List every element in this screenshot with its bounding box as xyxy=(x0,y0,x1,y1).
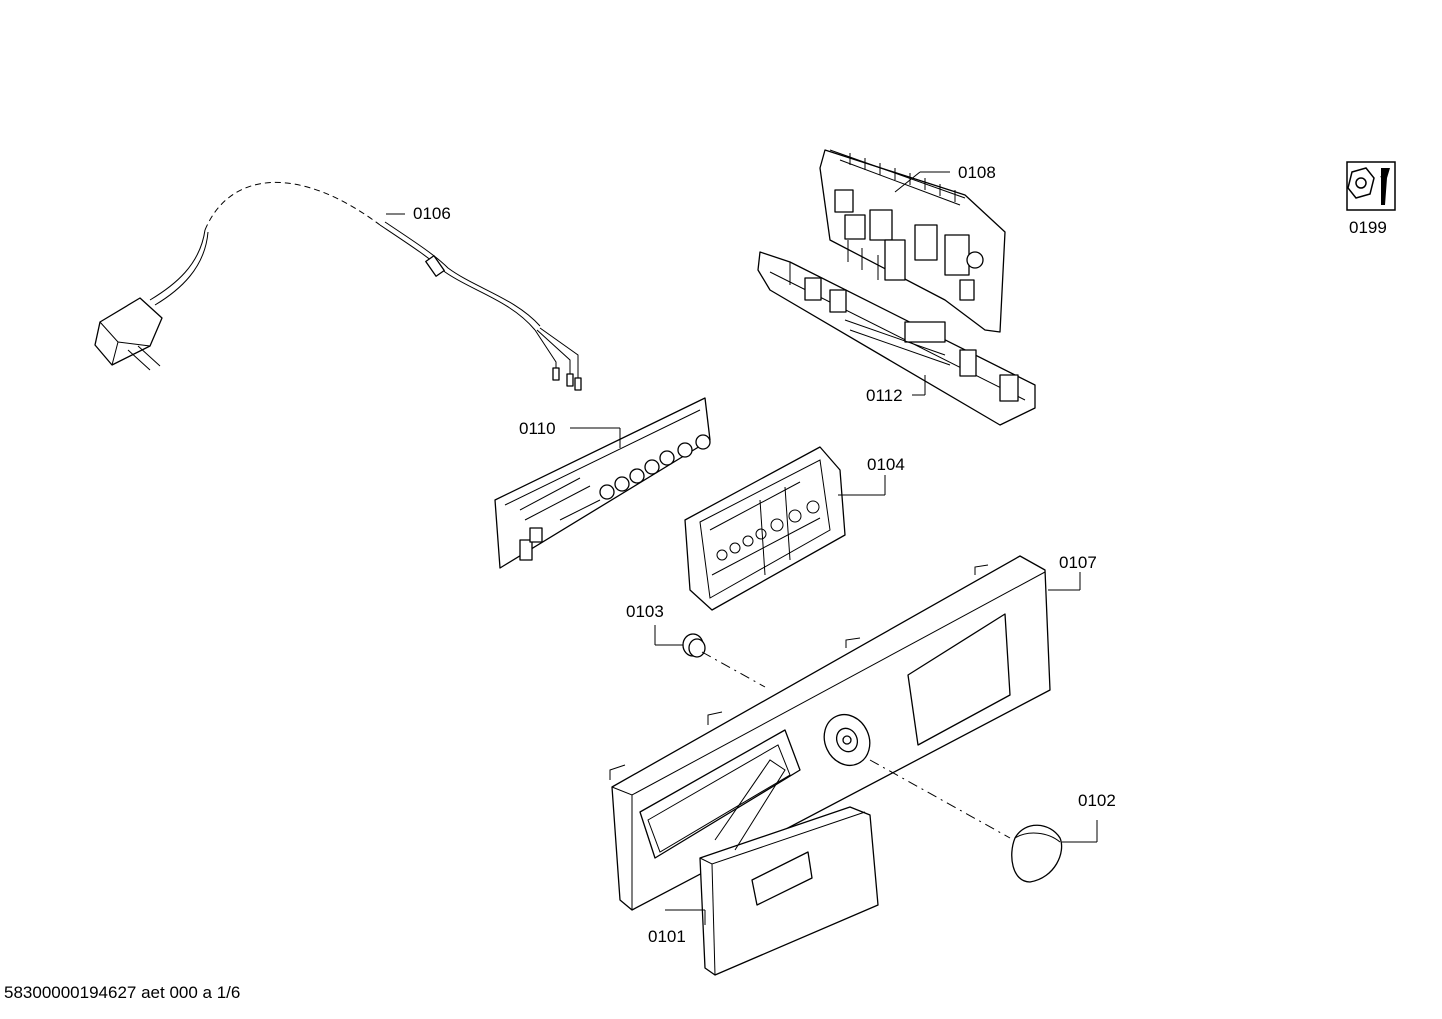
label-0107: 0107 xyxy=(1059,553,1097,572)
circuit-board-0110[interactable] xyxy=(494,397,711,569)
control-module-0108[interactable] xyxy=(819,149,1006,333)
label-0106: 0106 xyxy=(413,204,451,223)
label-0108: 0108 xyxy=(958,163,996,182)
label-0103: 0103 xyxy=(626,602,664,621)
knob-0102[interactable] xyxy=(869,759,1098,883)
power-cord-0106[interactable] xyxy=(94,182,582,391)
front-panel-0107[interactable] xyxy=(609,555,1081,911)
label-0102: 0102 xyxy=(1078,791,1116,810)
label-0110: 0110 xyxy=(519,419,556,438)
service-kit-0199[interactable] xyxy=(1346,161,1396,211)
label-0199: 0199 xyxy=(1349,218,1387,237)
label-0101: 0101 xyxy=(648,927,686,946)
label-0104: 0104 xyxy=(867,455,905,474)
board-knob-row xyxy=(599,434,711,500)
module-holder-0112[interactable] xyxy=(757,251,1036,426)
button-frame-0104[interactable] xyxy=(684,446,886,611)
label-0112: 0112 xyxy=(866,386,903,405)
button-cap-0103[interactable] xyxy=(654,625,766,688)
document-code: 58300000194627 aet 000 a 1/6 xyxy=(4,983,240,1002)
drawer-handle-0101[interactable] xyxy=(665,759,879,976)
